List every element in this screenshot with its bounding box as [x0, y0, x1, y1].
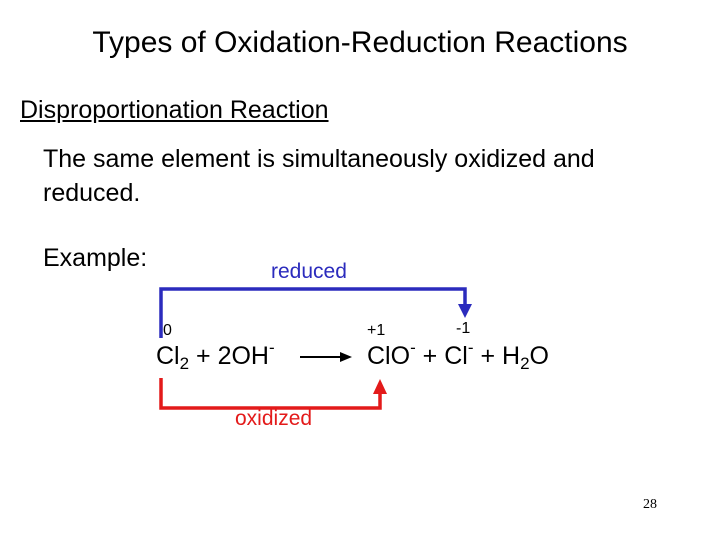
slide-title: Types of Oxidation-Reduction Reactions: [92, 26, 628, 59]
oxidation-state-cl: -1: [456, 320, 471, 337]
product-water-o: O: [529, 342, 549, 370]
reduced-label: reduced: [271, 260, 347, 283]
section-heading: Disproportionation Reaction: [20, 96, 329, 124]
oxidation-state-cl2: 0: [163, 322, 172, 339]
reduced-bracket: [159, 287, 467, 338]
description-text: The same element is simultaneously oxidi…: [43, 145, 595, 207]
product-hypochlorite: ClO: [367, 342, 411, 370]
reactant-hydroxide: + 2OH: [189, 342, 269, 370]
product-chloride-charge: -: [467, 338, 474, 357]
product-hypochlorite-charge: -: [410, 338, 416, 357]
reactant-hydroxide-charge: -: [268, 338, 275, 357]
product-water-h: + H: [473, 342, 521, 370]
reduced-arrowhead: [458, 304, 472, 318]
oxidized-arrowhead: [373, 379, 387, 394]
reactant-cl-subscript: 2: [179, 354, 190, 373]
example-label: Example:: [43, 244, 148, 272]
equation-reactants: Cl2 + 2OH-: [156, 339, 275, 373]
product-chloride: + Cl: [415, 342, 468, 370]
page-number: 28: [643, 497, 657, 512]
product-water-subscript: 2: [520, 354, 530, 373]
oxidized-bracket: [159, 378, 382, 410]
oxidation-state-clo: +1: [367, 322, 386, 339]
oxidized-label: oxidized: [235, 407, 313, 430]
equation-products: ClO- + Cl- + H2O: [367, 339, 549, 373]
reaction-arrowhead: [340, 352, 352, 362]
reactant-cl: Cl: [156, 342, 180, 370]
